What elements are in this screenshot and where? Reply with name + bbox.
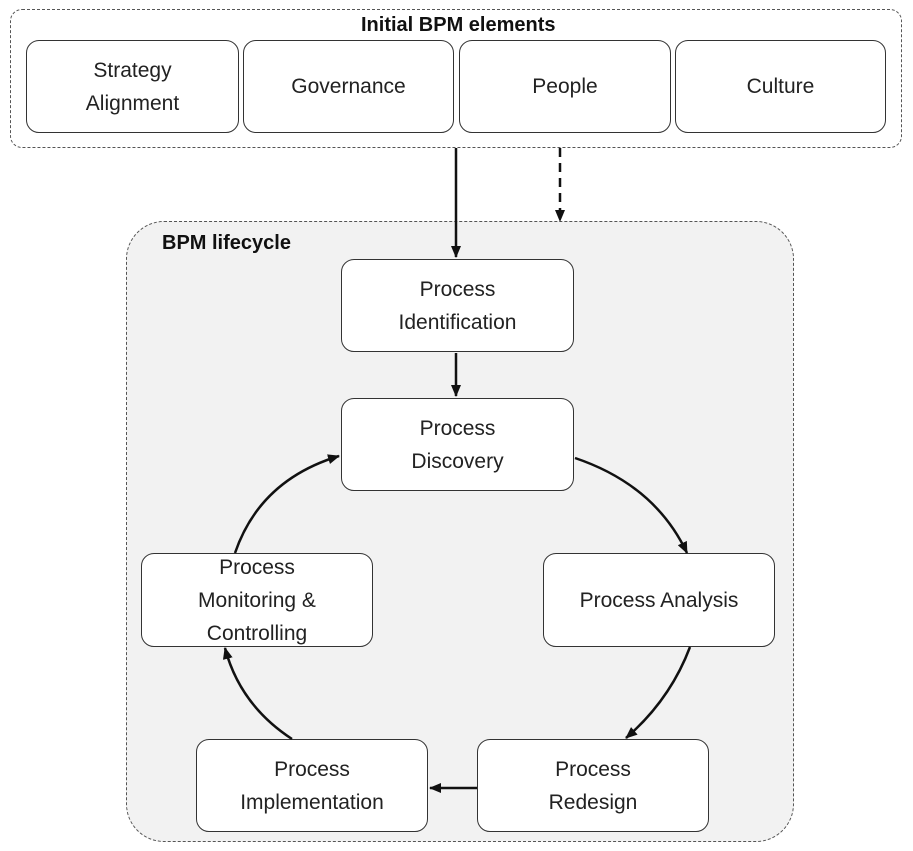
process-implementation-box: Process Implementation [196, 739, 428, 832]
strategy-alignment-box: Strategy Alignment [26, 40, 239, 133]
process-discovery-box: Process Discovery [341, 398, 574, 491]
process-identification-box: Process Identification [341, 259, 574, 352]
process-analysis-box: Process Analysis [543, 553, 775, 647]
initial-bpm-elements-title: Initial BPM elements [361, 14, 556, 36]
bpm-lifecycle-title: BPM lifecycle [162, 232, 291, 254]
process-redesign-box: Process Redesign [477, 739, 709, 832]
governance-box: Governance [243, 40, 454, 133]
people-box: People [459, 40, 671, 133]
culture-box: Culture [675, 40, 886, 133]
process-monitoring-controlling-box: Process Monitoring & Controlling [141, 553, 373, 647]
